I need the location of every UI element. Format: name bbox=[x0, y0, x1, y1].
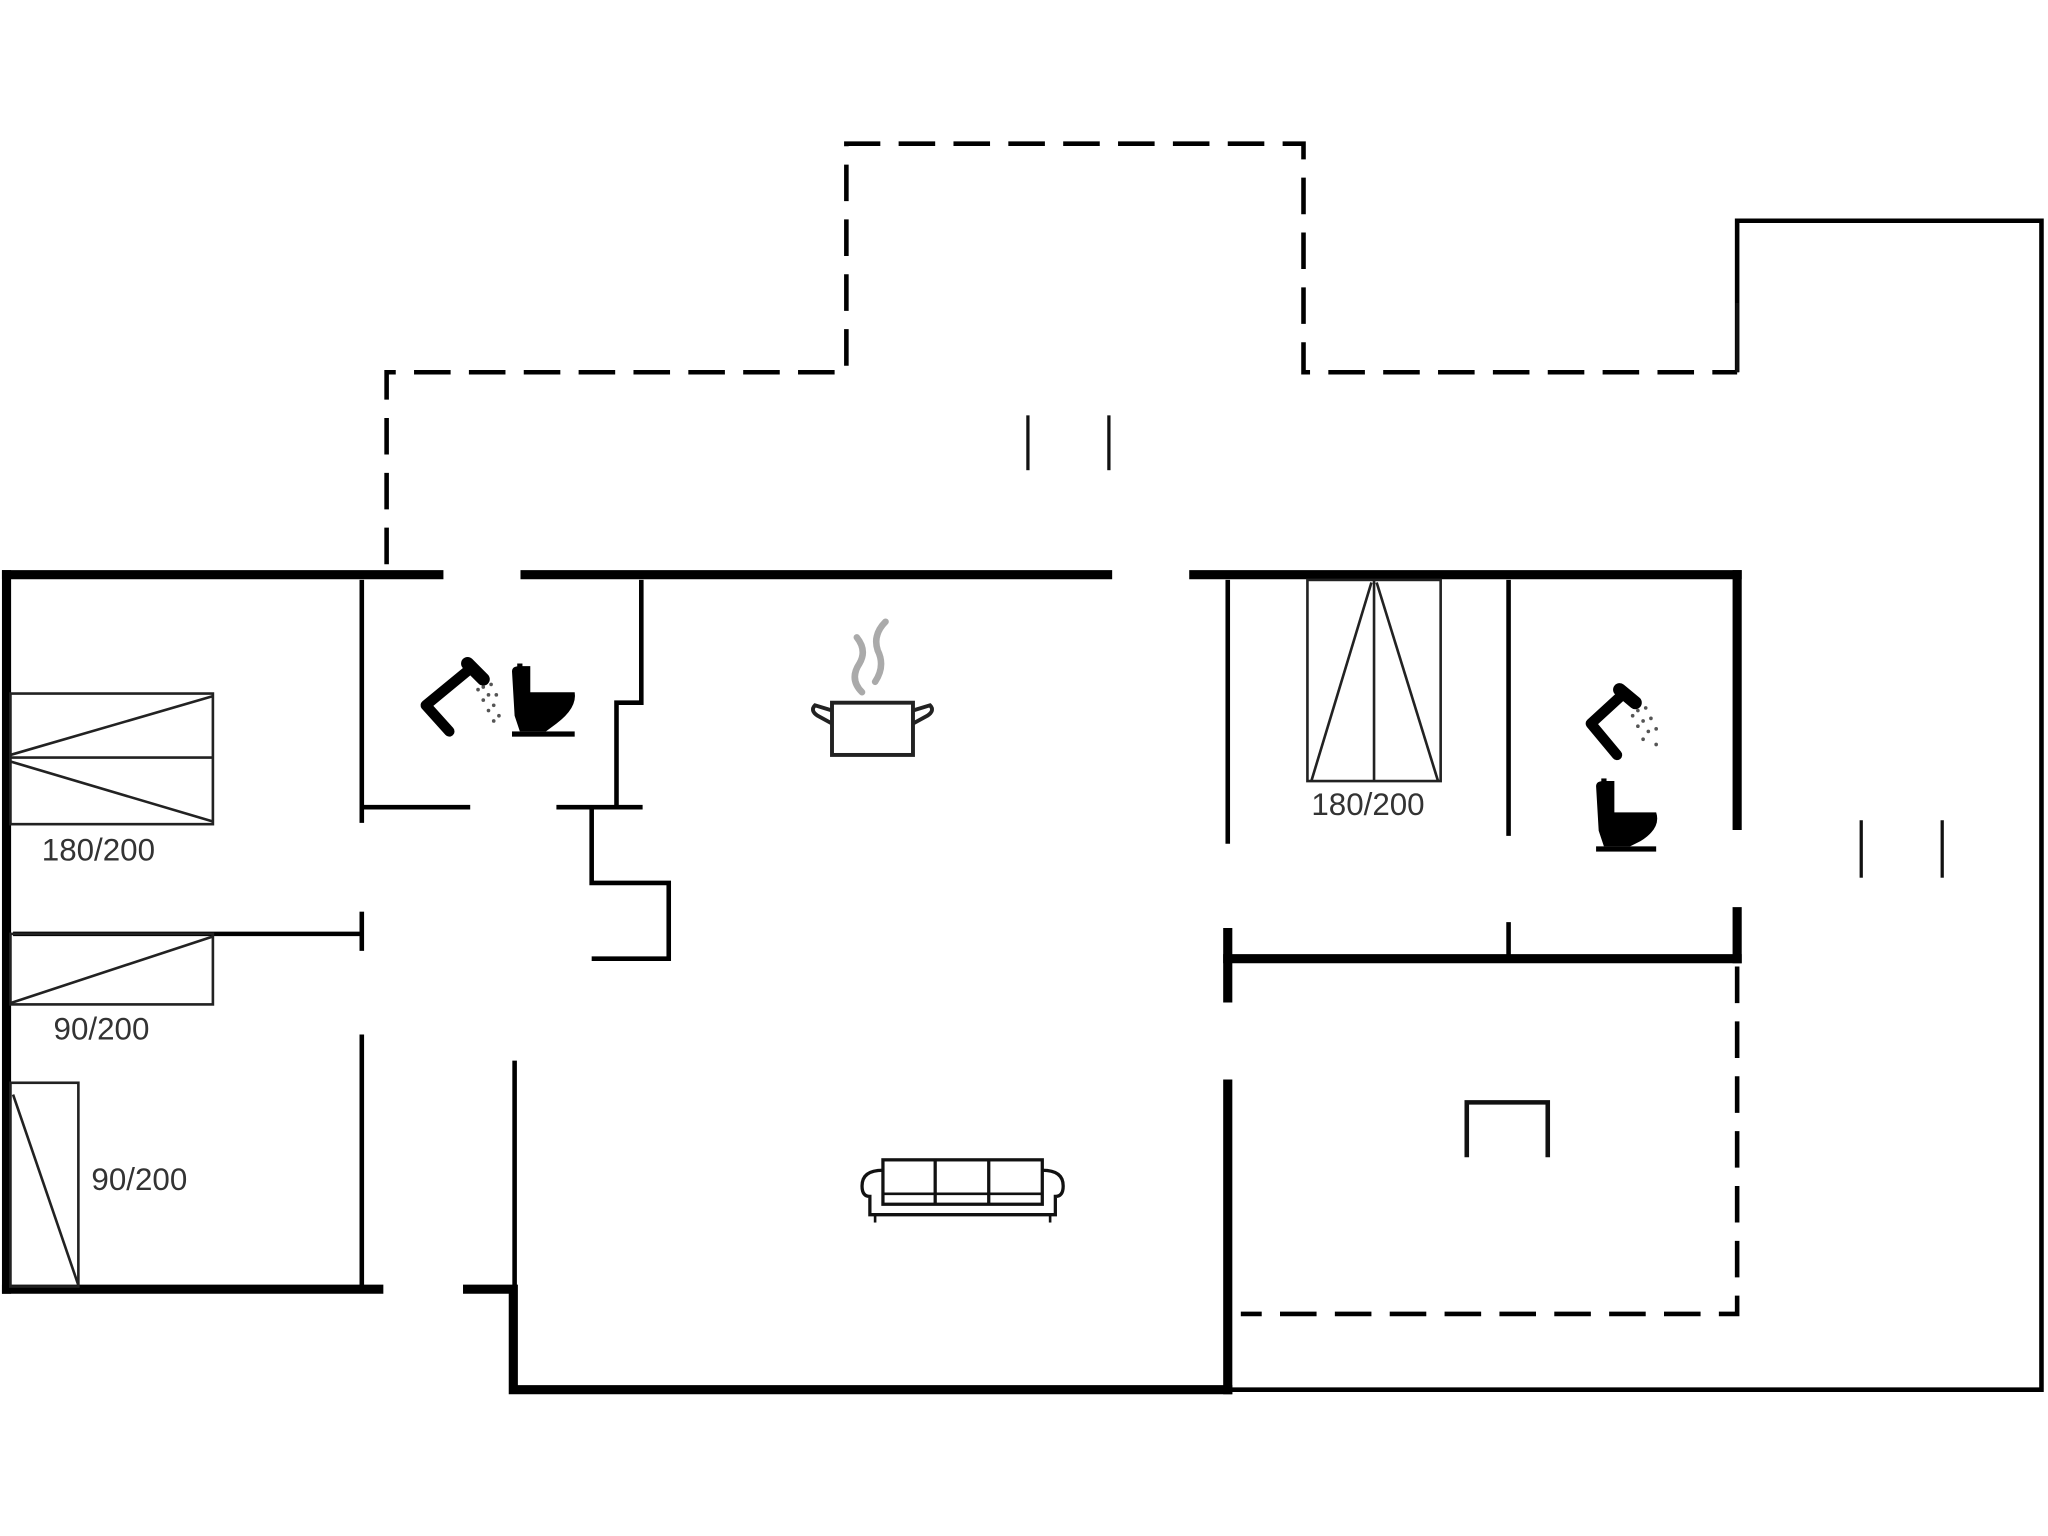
shower-icon bbox=[420, 656, 501, 737]
sofa-icon bbox=[860, 1158, 1065, 1223]
window-marks bbox=[1026, 415, 1944, 878]
shower-icon bbox=[1585, 683, 1658, 761]
bed-single-west-middle: 90/200 bbox=[9, 932, 215, 1047]
bed-size-label: 180/200 bbox=[1311, 787, 1424, 822]
exterior-walls bbox=[1, 570, 1742, 1395]
bed-single-west-bottom: 90/200 bbox=[9, 1081, 187, 1288]
bed-double-east: 180/200 bbox=[1306, 578, 1442, 822]
bed-size-label: 180/200 bbox=[42, 833, 155, 868]
toilet-icon bbox=[1596, 778, 1658, 852]
bed-size-label: 90/200 bbox=[54, 1012, 150, 1047]
table-icon bbox=[1464, 1100, 1551, 1158]
terrace-north-outline bbox=[384, 141, 1738, 565]
cooking-pot-icon bbox=[810, 618, 934, 757]
toilet-icon bbox=[512, 663, 575, 737]
bed-double-west: 180/200 bbox=[9, 692, 215, 868]
terrace-southeast-outline bbox=[1240, 966, 1740, 1317]
bed-size-label: 90/200 bbox=[91, 1162, 187, 1197]
terrace-east-outline bbox=[1230, 218, 2044, 1392]
interior-walls bbox=[13, 579, 1511, 1290]
